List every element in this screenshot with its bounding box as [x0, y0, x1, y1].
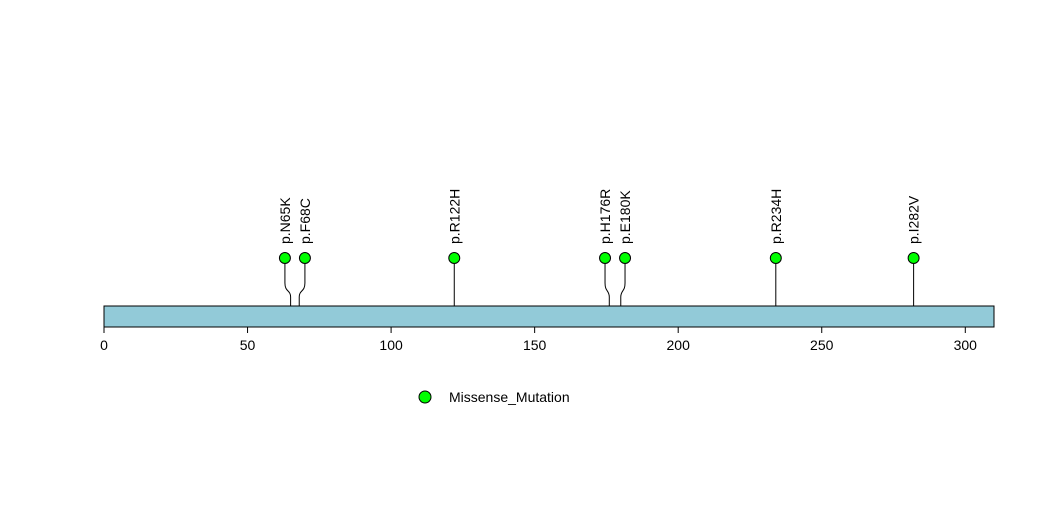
- mutation-stem: [298, 258, 306, 306]
- mutation-label: p.R122H: [446, 189, 462, 244]
- x-tick-label: 100: [379, 337, 403, 353]
- mutation-point: [907, 252, 920, 264]
- x-axis: 0 50 100 150 200 250 300: [100, 326, 978, 353]
- x-tick-label: 300: [954, 337, 978, 353]
- x-tick-label: 0: [100, 337, 108, 353]
- legend-label: Missense_Mutation: [449, 389, 570, 405]
- mutation-point: [448, 252, 461, 264]
- x-tick-label: 150: [523, 337, 547, 353]
- mutation-points: [278, 252, 920, 264]
- mutation-label: p.I282V: [906, 195, 922, 244]
- mutation-point: [278, 252, 291, 264]
- mutation-point: [619, 252, 632, 264]
- mutation-label: p.N65K: [277, 197, 293, 244]
- mutation-stem: [620, 258, 626, 306]
- mutation-stems: [284, 258, 915, 306]
- mutation-label: p.R234H: [768, 189, 784, 244]
- mutation-stem: [604, 258, 610, 306]
- mutation-label: p.E180K: [617, 190, 633, 244]
- mutation-point: [769, 252, 782, 264]
- mutation-point: [599, 252, 612, 264]
- mutation-label: p.H176R: [597, 189, 613, 244]
- mutation-label: p.F68C: [297, 198, 313, 244]
- x-tick-label: 200: [667, 337, 691, 353]
- legend: Missense_Mutation: [418, 389, 570, 405]
- x-tick-label: 50: [240, 337, 256, 353]
- mutation-point: [298, 252, 311, 264]
- mutation-stem: [284, 258, 292, 306]
- x-tick-label: 250: [810, 337, 834, 353]
- legend-marker: [418, 390, 432, 404]
- protein-bar: [103, 305, 995, 328]
